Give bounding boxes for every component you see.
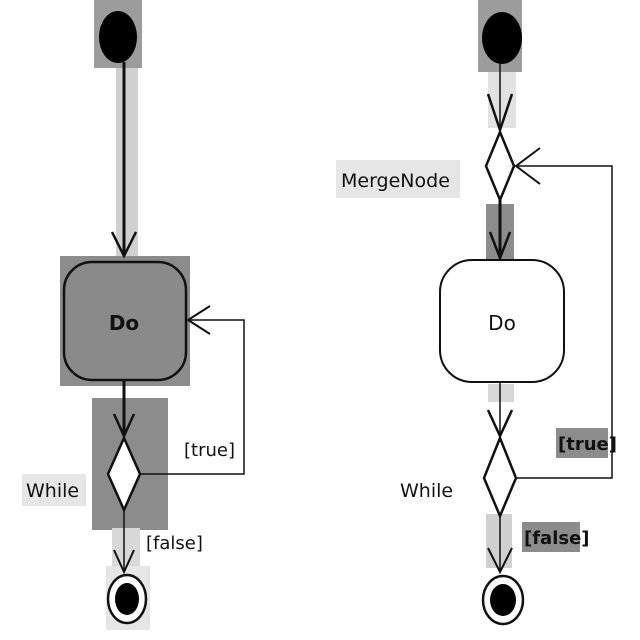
decision-node-while-right[interactable] (482, 434, 518, 520)
merge-node[interactable] (484, 128, 516, 204)
arrowhead-into-final (113, 549, 135, 575)
merge-node-label: MergeNode (341, 170, 450, 192)
flow-true-loop (140, 319, 245, 475)
arrowhead-loop-into-merge (514, 147, 541, 185)
while-label-bg (22, 474, 86, 506)
flow-highlight-right-top (488, 72, 516, 128)
final-node-core-right (490, 584, 516, 616)
action-node-do-right[interactable] (439, 259, 565, 383)
guard-label-false: [false] (146, 533, 203, 554)
guard-label-true: [true] (184, 440, 235, 461)
guard-false-bg (522, 522, 580, 552)
arrowhead-into-do-right (488, 231, 512, 262)
incoming-flow-highlight (116, 68, 138, 258)
right-merge-diagram: Do MergeNode While [true] [false] (336, 0, 617, 626)
guard-label-true-right: [true] (558, 434, 617, 455)
do-to-decision-highlight (488, 384, 514, 402)
arrowhead-into-final-right (487, 547, 513, 575)
merge-label-bg (336, 160, 460, 198)
arrowhead-loop-into-do (186, 305, 211, 335)
final-node-core (115, 583, 139, 615)
false-flow-highlight (486, 514, 512, 568)
arrowhead-into-do (110, 231, 138, 259)
left-do-while-diagram: Do While [true] [false] (22, 0, 245, 630)
initial-node-right[interactable] (482, 12, 522, 64)
guard-label-false-right: [false] (524, 528, 590, 549)
decision-label-while-right: While (400, 480, 453, 502)
guard-true-bg (556, 428, 608, 458)
decision-label-while: While (26, 480, 79, 502)
outgoing-flow-highlight (112, 528, 140, 568)
flow-true-loop-right (516, 165, 613, 479)
initial-node[interactable] (99, 11, 137, 63)
action-label-do: Do (109, 311, 139, 335)
action-label-do-right: Do (488, 311, 516, 335)
